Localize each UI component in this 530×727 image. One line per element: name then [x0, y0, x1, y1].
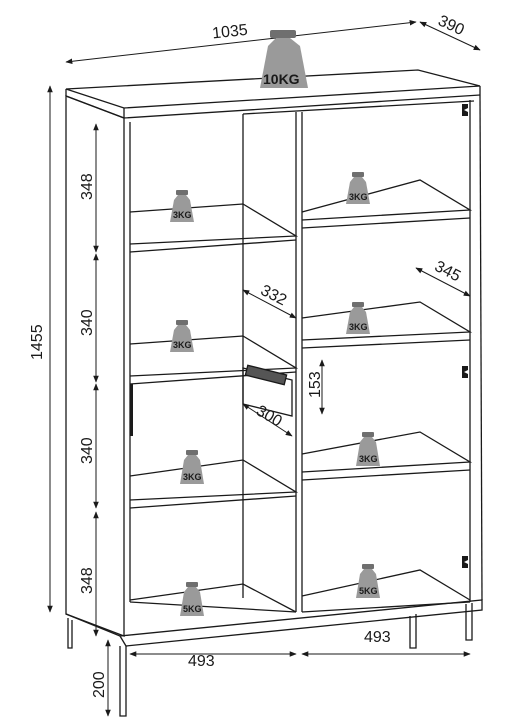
weight-icon-shelf-2-right: 3KG [346, 302, 370, 334]
dim-width: 1035 [211, 22, 248, 43]
dim-compartment-width-left: 493 [188, 653, 215, 670]
dim-leg-height: 200 [91, 671, 108, 698]
dim-drawer-depth: 300 [253, 402, 285, 430]
weight-icon-top: 10KG [260, 30, 308, 88]
weight-label: 3KG [173, 210, 192, 220]
base-plate [118, 599, 483, 647]
leg-back-left [67, 618, 73, 649]
weight-icon-shelf-1-left: 3KG [170, 190, 194, 222]
leg-front-left [119, 646, 127, 717]
dim-compartment-width-right: 493 [364, 629, 391, 646]
weight-icon-bottom-left: 5KG [180, 582, 204, 616]
weight-icon-shelf-2-left: 3KG [170, 320, 194, 352]
weight-label: 3KG [173, 340, 192, 350]
dim-compartment-top: 348 [79, 173, 96, 200]
legs [67, 603, 473, 717]
weight-icon-shelf-3-left: 3KG [180, 450, 204, 484]
dim-depth: 390 [435, 12, 466, 39]
weight-label: 3KG [349, 192, 368, 202]
shelves [129, 179, 473, 613]
dim-inner-depth: 332 [258, 282, 290, 309]
weight-icon-bottom-right: 5KG [356, 564, 380, 598]
weight-icon-shelf-1-right: 3KG [346, 172, 370, 204]
hinge-icon [462, 104, 468, 116]
drawer-rail [244, 364, 288, 386]
weight-label: 3KG [349, 322, 368, 332]
dim-compartment-lower-mid: 340 [79, 437, 96, 464]
leg-back-right [409, 614, 417, 649]
dim-compartment-upper-mid: 340 [79, 309, 96, 336]
weight-label-top: 10KG [263, 71, 300, 87]
hinges [130, 104, 468, 568]
shelf-row-3 [129, 431, 473, 509]
hinge-icon [462, 366, 468, 378]
shelf-row-4 [129, 569, 471, 613]
weight-label: 3KG [183, 472, 202, 482]
dim-height: 1455 [29, 324, 46, 360]
cabinet-body [65, 69, 483, 647]
dimension-labels: 1035 390 1455 348 340 340 348 200 493 49… [29, 12, 467, 698]
weight-label: 3KG [359, 454, 378, 464]
load-weights: 10KG 3KG 3KG 3KG 3KG 3KG [170, 30, 380, 616]
weight-icon-shelf-3-right: 3KG [356, 432, 380, 466]
weight-label: 5KG [359, 586, 378, 596]
weight-label: 5KG [183, 604, 202, 614]
dim-shelf-depth: 345 [432, 258, 464, 285]
hinge-icon [462, 556, 468, 568]
dimension-lines [47, 19, 481, 717]
dim-drawer-height: 153 [307, 371, 324, 398]
handle-icon [130, 384, 133, 436]
dim-compartment-bottom: 348 [79, 567, 96, 594]
leg-front-right [465, 603, 473, 641]
